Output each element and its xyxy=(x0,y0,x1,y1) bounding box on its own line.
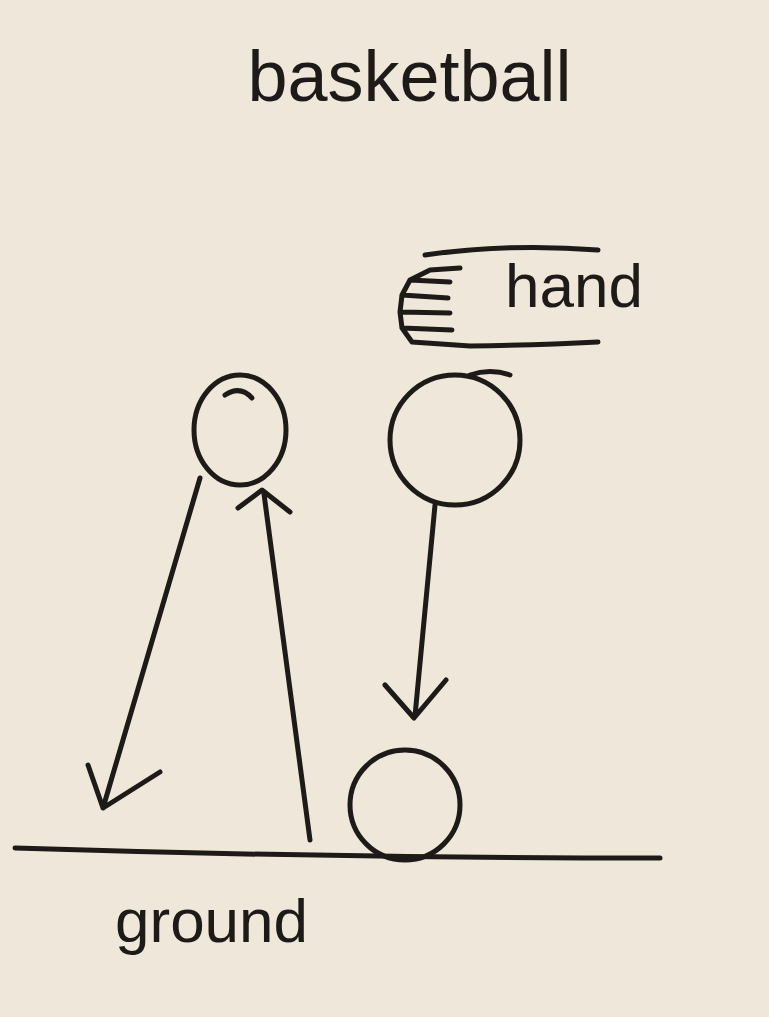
ball xyxy=(390,375,520,505)
ball xyxy=(350,750,460,860)
up-arrow xyxy=(238,490,310,840)
down-arrow xyxy=(88,478,200,808)
hand-label: hand xyxy=(505,255,643,317)
ball-mark xyxy=(225,391,252,398)
title: basketball xyxy=(0,40,769,112)
down-arrow xyxy=(385,505,446,718)
ground-line xyxy=(15,848,660,858)
ball xyxy=(194,375,286,485)
ball-mark xyxy=(470,372,510,376)
ground-label: ground xyxy=(115,890,308,952)
